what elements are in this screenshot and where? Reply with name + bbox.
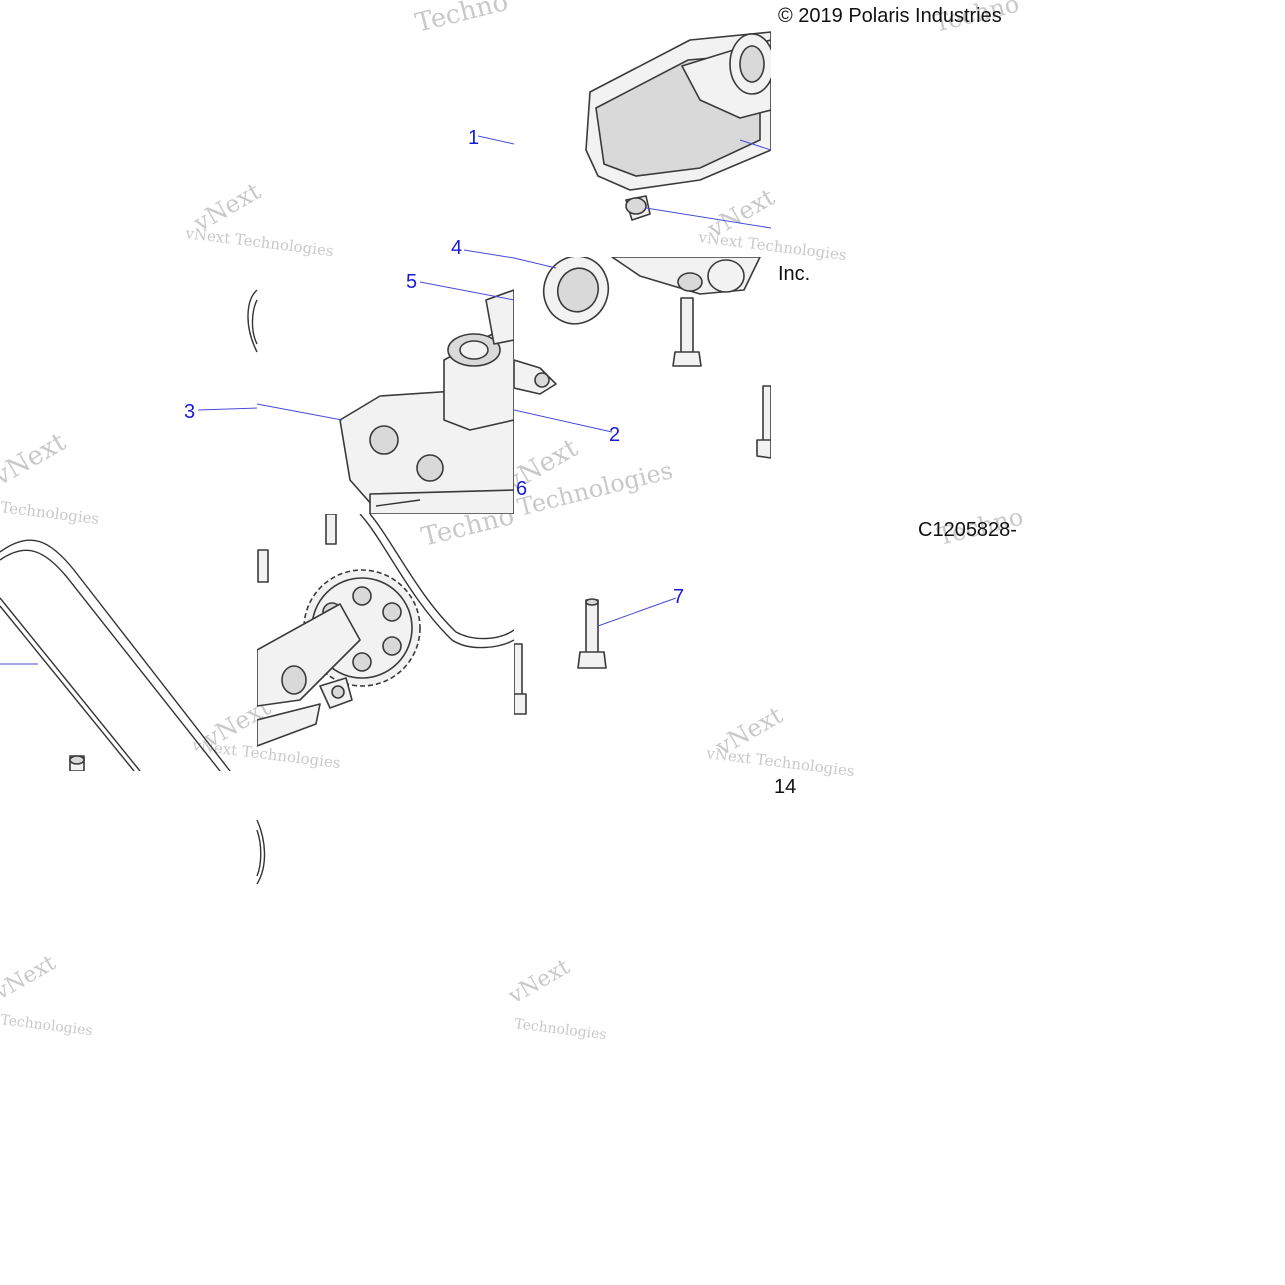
- copyright-text: © 2019 Polaris Industries: [778, 5, 1002, 27]
- callout-4: 4: [451, 237, 462, 259]
- copyright-suffix-text: Inc.: [778, 263, 810, 285]
- watermark-text: Techno: [412, 0, 511, 39]
- gasket-arc-part: [247, 289, 258, 353]
- pickup-screen-part: [477, 31, 771, 229]
- page-number: 14: [774, 776, 796, 798]
- callout-2: 2: [609, 424, 620, 446]
- watermark-text: Technologies: [0, 498, 100, 528]
- chain-left-part: [0, 539, 231, 771]
- callout-6: 6: [516, 478, 527, 500]
- watermark-text: vNext: [0, 950, 60, 1005]
- sprocket-part: [257, 514, 514, 747]
- callout-3: 3: [184, 401, 195, 423]
- lower-gasket-arc-part: [256, 819, 266, 885]
- watermark-text: Technologies: [514, 1016, 608, 1043]
- watermarks: Techno Techno vNext Technologies vNext v…: [0, 0, 1026, 1043]
- callouts: 1 2 3 4 5 6 7: [184, 127, 684, 608]
- seal-bolts-part: [463, 249, 771, 459]
- oil-pump-part: [197, 281, 515, 514]
- watermark-text: Technologies: [0, 1012, 93, 1039]
- watermark-text: vNext: [0, 427, 71, 493]
- figure-code: C1205828-: [918, 519, 1017, 541]
- watermark-text: vNext: [504, 954, 575, 1009]
- page-text: © 2019 Polaris Industries Inc. C1205828-…: [774, 5, 1017, 798]
- callout-5: 5: [406, 271, 417, 293]
- callout-1: 1: [468, 127, 479, 149]
- callout-7: 7: [673, 586, 684, 608]
- bolt-part: [514, 597, 677, 715]
